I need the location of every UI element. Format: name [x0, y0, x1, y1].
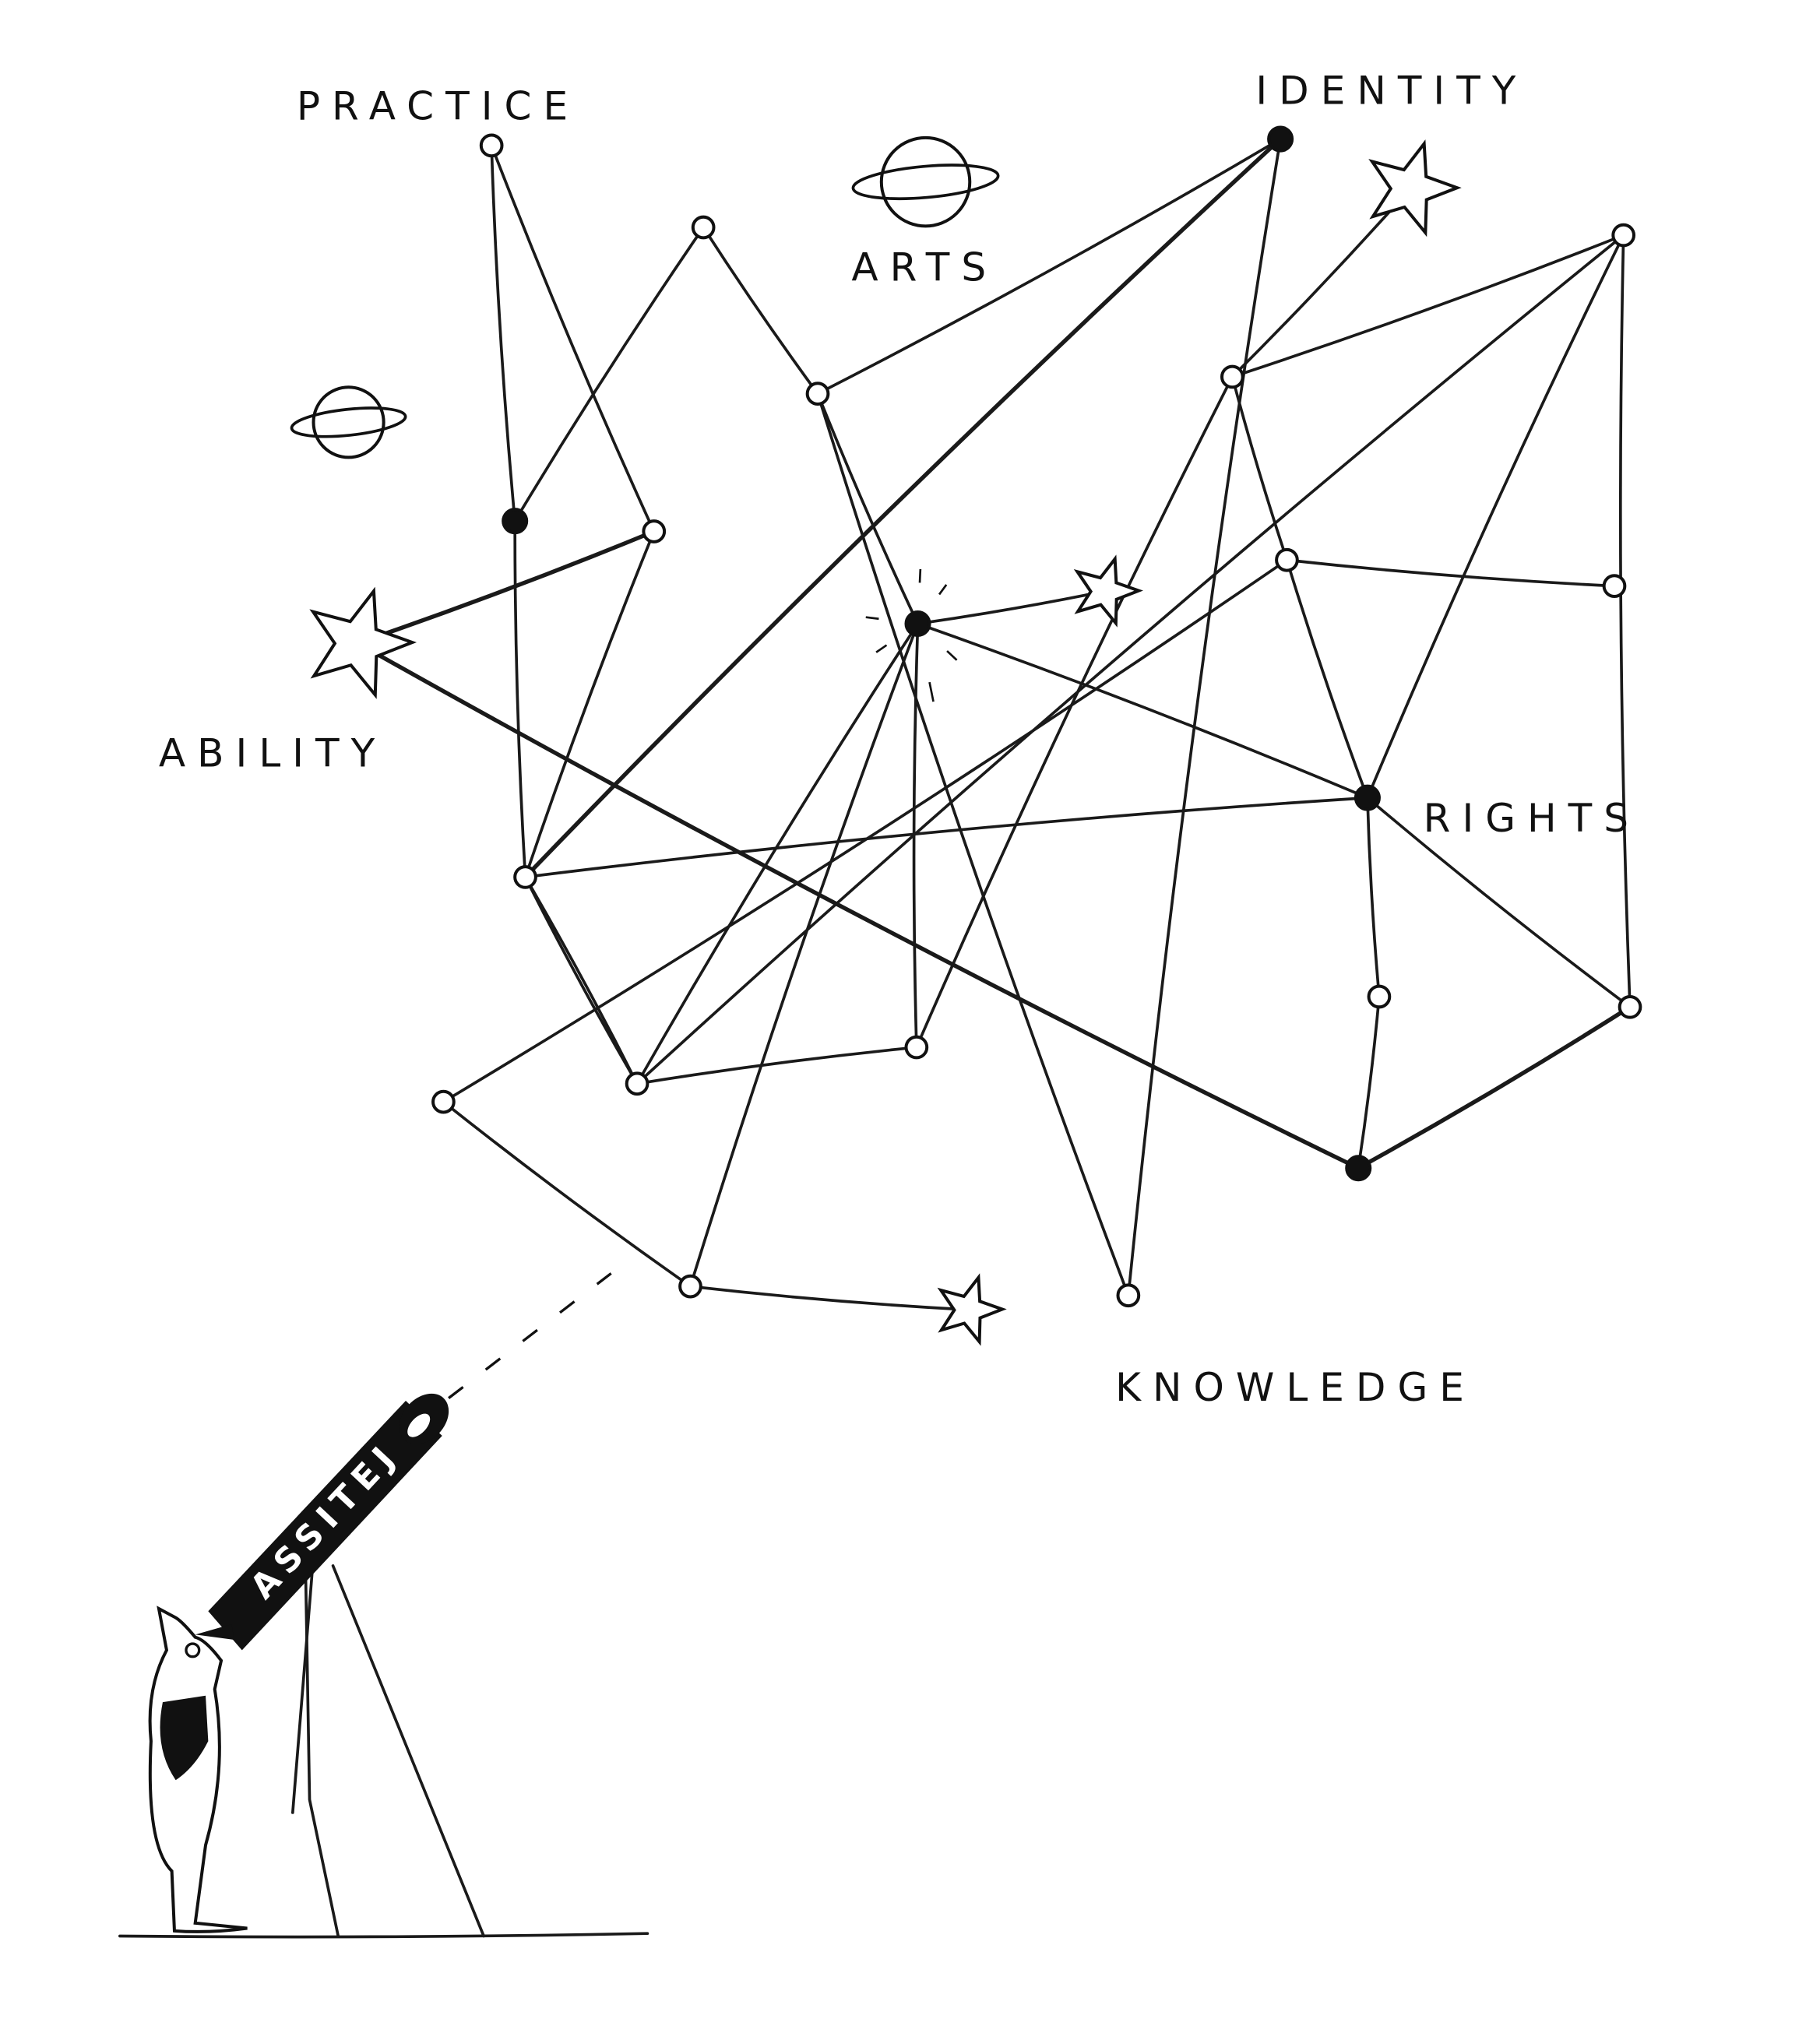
open-node [479, 133, 504, 158]
label-ability: ABILITY [159, 731, 386, 776]
label-identity: IDENTITY [1255, 69, 1527, 114]
label-practice: PRACTICE [297, 84, 579, 129]
network-edge [355, 529, 657, 645]
network-edge [816, 137, 1282, 396]
label-knowledge: KNOWLEDGE [1115, 1365, 1476, 1410]
network-edge [523, 136, 1283, 880]
telescope-brand: ASSITEJ [243, 1434, 407, 1606]
open-node [805, 382, 830, 406]
filled-node [1267, 125, 1294, 153]
network-edge [912, 622, 920, 1049]
network-edge [688, 1285, 970, 1311]
network-nodes [431, 125, 1642, 1308]
network-edge [916, 589, 1107, 625]
network-edge [1230, 234, 1625, 378]
open-node [431, 1089, 456, 1114]
ground-line [118, 1932, 649, 1939]
open-node [625, 1071, 649, 1096]
filled-node [1354, 784, 1381, 811]
open-node [691, 215, 716, 240]
network-edge [523, 796, 1369, 879]
glow-ray [938, 584, 948, 596]
network-edge [513, 226, 705, 523]
open-node [1220, 364, 1244, 389]
star-icon [1368, 139, 1462, 237]
open-node [904, 1035, 929, 1060]
network-edge [1356, 1004, 1632, 1170]
open-node [1367, 984, 1392, 1009]
glow-ray [865, 616, 879, 621]
filled-node [502, 508, 529, 535]
network-edge [490, 144, 517, 523]
open-node [642, 519, 667, 543]
open-node [1611, 223, 1636, 248]
network-edge [1127, 137, 1282, 1297]
network-edge [1230, 375, 1289, 562]
telescope-tripod [290, 1564, 485, 1938]
network-edges [355, 136, 1632, 1311]
network-edge [523, 875, 639, 1085]
network-edge [1366, 796, 1381, 998]
network-edge [635, 1046, 918, 1085]
network-edge [1285, 558, 1369, 800]
planet-icon [290, 385, 407, 459]
network-edge [916, 622, 1369, 800]
glow-ray [918, 568, 922, 583]
filled-node [904, 610, 931, 638]
network-edge [1230, 187, 1412, 378]
sight-line [448, 1272, 612, 1399]
glow-ray [928, 681, 935, 702]
open-node [678, 1274, 702, 1299]
star-icon [309, 586, 417, 699]
network-edge [513, 519, 527, 879]
network-edge [1357, 995, 1381, 1170]
network-edge [915, 375, 1234, 1049]
star-icon [937, 1273, 1007, 1346]
network-edge [635, 622, 920, 1085]
open-node [513, 865, 537, 889]
network-edge [688, 622, 920, 1288]
telescope: ASSITEJ [208, 1393, 449, 1651]
network-edge [635, 234, 1625, 1085]
open-node [1618, 994, 1642, 1019]
network-edge [816, 392, 920, 625]
network-edge [1618, 234, 1632, 1009]
viewer-figure [148, 1606, 248, 1933]
label-arts: ARTS [851, 244, 998, 290]
open-node [1275, 547, 1299, 572]
network-edge [1366, 234, 1625, 800]
network-edge [523, 529, 656, 879]
network-edge [1366, 796, 1632, 1009]
label-rights: RIGHTS [1424, 796, 1640, 841]
network-edge [523, 875, 639, 1085]
planet-icon [851, 135, 1000, 228]
star-icon [1073, 554, 1143, 628]
network-edge [442, 558, 1289, 1103]
open-node [1116, 1283, 1141, 1308]
network-edge [816, 392, 1130, 1297]
network-edge [490, 144, 656, 533]
network-edge [355, 641, 1361, 1170]
network-edge [702, 226, 819, 396]
network-edge [442, 1100, 692, 1288]
open-node [1602, 574, 1627, 598]
glow-ray [946, 650, 958, 661]
network-edge [1285, 558, 1616, 588]
filled-node [1345, 1155, 1372, 1182]
glow-ray [875, 644, 888, 653]
